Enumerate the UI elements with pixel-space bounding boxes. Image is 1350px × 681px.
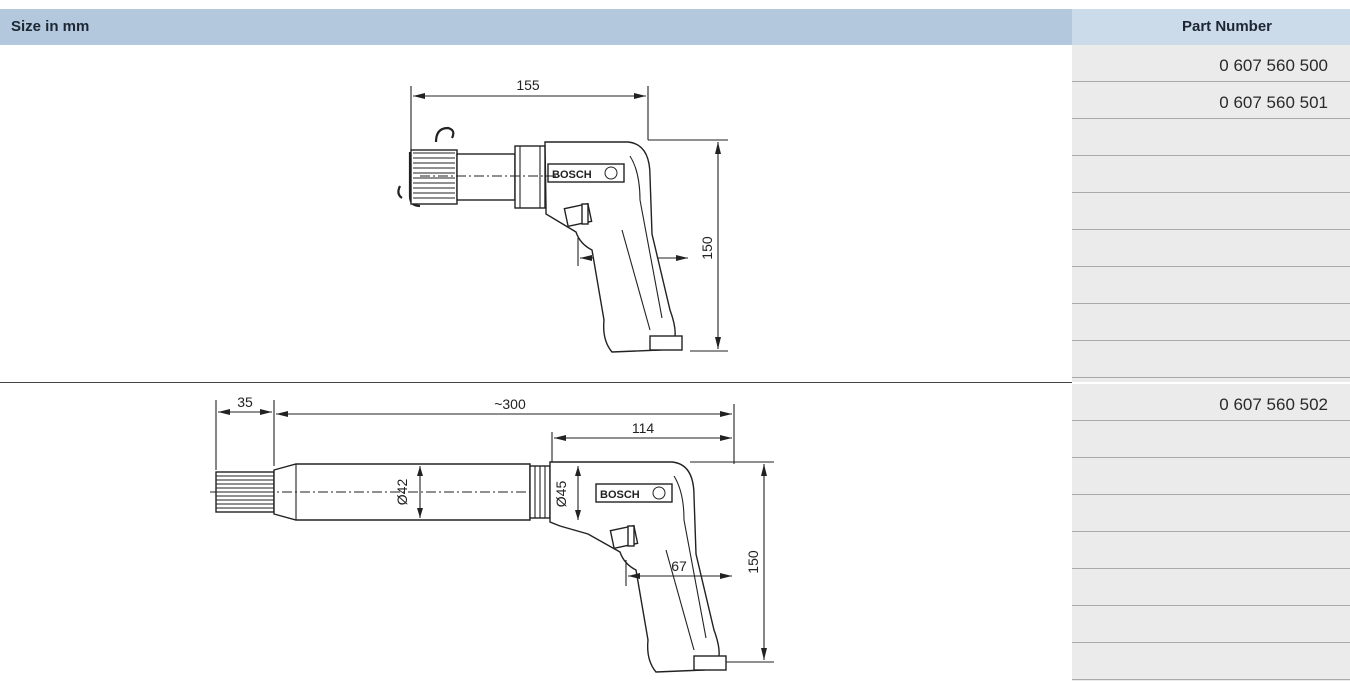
part-number-row — [1072, 341, 1350, 378]
part-number-row — [1072, 304, 1350, 341]
part-number-row — [1072, 267, 1350, 304]
dim-grip-label-2: 67 — [671, 558, 687, 574]
dim-length-label: 155 — [516, 77, 540, 93]
tool-drawing-2: 35 ~300 114 150 Ø42 Ø45 — [210, 394, 774, 673]
dim-total-label: ~300 — [494, 396, 526, 412]
part-number-row: 0 607 560 502 — [1072, 384, 1350, 421]
tool-drawing-1: 155 150 67 BOSCH — [397, 77, 728, 353]
part-number-row — [1072, 606, 1350, 643]
row-divider — [0, 382, 1072, 383]
part-number-row — [1072, 193, 1350, 230]
part-number-row: 0 607 560 500 — [1072, 45, 1350, 82]
size-column-label: Size in mm — [11, 18, 90, 35]
part-number-row — [1072, 230, 1350, 267]
dim-height-label: 150 — [699, 236, 715, 260]
dim-height-label-2: 150 — [745, 550, 761, 574]
part-number-row — [1072, 156, 1350, 193]
part-number-row: 0 607 560 501 — [1072, 82, 1350, 119]
dim-body-label: 114 — [632, 420, 655, 436]
part-number-list-1: 0 607 560 500 0 607 560 501 — [1072, 45, 1350, 382]
part-number-row — [1072, 643, 1350, 680]
part-number: 0 607 560 502 — [1219, 395, 1328, 414]
part-header-cell: Part Number — [1072, 9, 1350, 45]
brand-label: BOSCH — [552, 169, 592, 181]
part-number-row — [1072, 119, 1350, 156]
part-number-column-label: Part Number — [1182, 18, 1273, 35]
table-header: Size in mm Part Number — [0, 9, 1350, 45]
part-number: 0 607 560 501 — [1219, 93, 1328, 112]
part-number-row — [1072, 421, 1350, 458]
part-number-row — [1072, 458, 1350, 495]
size-header-cell: Size in mm — [0, 9, 1072, 45]
dim-head-dia-label: Ø45 — [553, 481, 569, 508]
part-number-list-2: 0 607 560 502 — [1072, 384, 1350, 681]
part-number: 0 607 560 500 — [1219, 56, 1328, 75]
dim-needles-label: 35 — [237, 394, 253, 410]
part-number-row — [1072, 495, 1350, 532]
brand-label-2: BOSCH — [600, 489, 640, 501]
part-number-row — [1072, 532, 1350, 569]
part-number-row — [1072, 569, 1350, 606]
dim-barrel-dia-label: Ø42 — [394, 479, 410, 506]
